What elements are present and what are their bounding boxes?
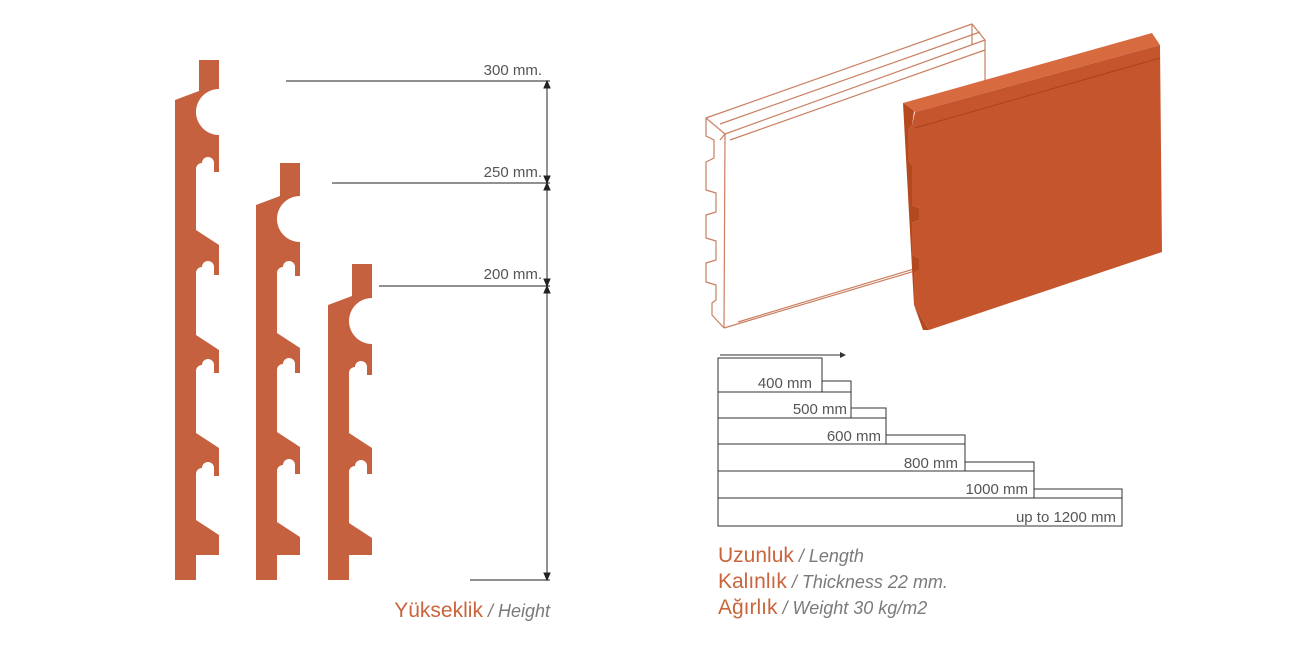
length-label-1000: 1000 mm [965, 481, 1028, 498]
length-label-800: 800 mm [904, 455, 958, 472]
profile-200mm [328, 264, 372, 580]
length-label-600: 600 mm [827, 428, 881, 445]
caption-length: Uzunluk / Length [718, 544, 864, 567]
length-steps [717, 354, 1123, 527]
length-label-500: 500 mm [793, 401, 847, 418]
height-label-250: 250 mm. [484, 164, 542, 181]
caption-thickness: Kalınlık / Thickness 22 mm. [718, 570, 948, 593]
profile-250mm [256, 163, 300, 580]
profile-300mm [175, 60, 219, 580]
height-label-200: 200 mm. [484, 266, 542, 283]
length-arrow-head [840, 352, 846, 358]
panel-terracotta [903, 33, 1162, 330]
length-label-1200: up to 1200 mm [1016, 509, 1116, 526]
length-label-400: 400 mm [758, 375, 812, 392]
height-label-300: 300 mm. [484, 62, 542, 79]
height-dimensions [286, 79, 551, 582]
caption-weight: Ağırlık / Weight 30 kg/m2 [718, 596, 927, 619]
caption-height: Yükseklik / Height [394, 599, 551, 622]
